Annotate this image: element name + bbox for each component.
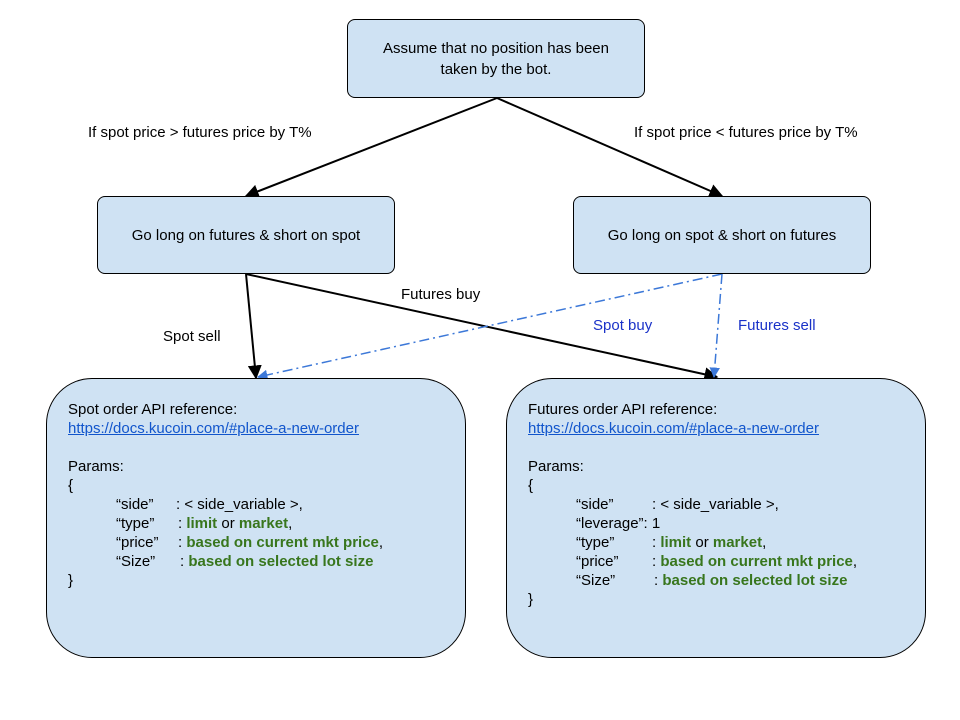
spot-side-sep: : xyxy=(176,496,185,513)
spot-size-sep: : xyxy=(180,553,189,570)
futures-param-leverage: “leverage”: 1 xyxy=(528,514,925,533)
spot-size-value: based on selected lot size xyxy=(188,553,374,570)
spot-type-comma: , xyxy=(288,515,293,532)
label-futures-sell: Futures sell xyxy=(738,317,816,334)
spot-param-side: “side”: < side_variable >, xyxy=(68,495,465,514)
futures-size-key: “Size” xyxy=(576,572,616,589)
node-long-futures-short-spot-label: Go long on futures & short on spot xyxy=(131,226,361,244)
edge-spot-buy xyxy=(256,273,723,381)
spot-order-title: Spot order API reference: xyxy=(68,401,238,418)
futures-price-key: “price” xyxy=(576,553,619,570)
spot-side-value: < side_variable >, xyxy=(184,496,303,513)
futures-order-box: Futures order API reference: https://doc… xyxy=(506,378,926,658)
spot-price-key: “price” xyxy=(116,534,159,551)
futures-param-price: “price”: based on current mkt price, xyxy=(528,552,925,571)
label-futures-buy: Futures buy xyxy=(401,286,481,303)
futures-price-sep: : xyxy=(652,553,661,570)
futures-leverage-sep: : xyxy=(643,515,652,532)
label-root-right: If spot price < futures price by T% xyxy=(634,124,858,141)
node-no-position: Assume that no position has been taken b… xyxy=(347,19,645,98)
spot-type-market: market xyxy=(238,515,289,532)
futures-side-sep: : xyxy=(652,496,661,513)
futures-params-label: Params: xyxy=(528,458,584,475)
label-spot-sell: Spot sell xyxy=(163,328,221,345)
futures-type-or: or xyxy=(691,534,713,551)
futures-order-api-link[interactable]: https://docs.kucoin.com/#place-a-new-ord… xyxy=(528,420,819,437)
spot-open-brace: { xyxy=(68,477,74,494)
edge-root-to-left xyxy=(244,97,498,198)
futures-close-brace: } xyxy=(528,591,534,608)
spot-price-value: based on current mkt price xyxy=(186,534,379,551)
spot-order-box: Spot order API reference: https://docs.k… xyxy=(46,378,466,658)
node-long-spot-short-futures-label: Go long on spot & short on futures xyxy=(607,226,837,244)
edge-futures-sell xyxy=(709,273,723,379)
spot-params-label: Params: xyxy=(68,458,124,475)
futures-leverage-key: “leverage” xyxy=(576,515,644,532)
futures-price-comma: , xyxy=(852,553,858,570)
futures-open-brace: { xyxy=(528,477,534,494)
futures-type-market: market xyxy=(712,534,763,551)
label-root-left: If spot price > futures price by T% xyxy=(88,124,312,141)
futures-param-size: “Size”: based on selected lot size xyxy=(528,571,925,590)
spot-param-size: “Size”: based on selected lot size xyxy=(68,552,465,571)
spot-param-price: “price”: based on current mkt price, xyxy=(68,533,465,552)
edge-futures-buy xyxy=(245,273,719,382)
futures-type-key: “type” xyxy=(576,534,615,551)
spot-type-or: or xyxy=(217,515,239,532)
futures-side-value: < side_variable >, xyxy=(660,496,779,513)
spot-price-comma: , xyxy=(378,534,384,551)
edge-spot-sell xyxy=(245,273,262,380)
futures-param-type: “type”: limit or market, xyxy=(528,533,925,552)
spot-param-type: “type”: limit or market, xyxy=(68,514,465,533)
spot-side-key: “side” xyxy=(116,496,154,513)
futures-param-side: “side”: < side_variable >, xyxy=(528,495,925,514)
spot-order-api-link[interactable]: https://docs.kucoin.com/#place-a-new-ord… xyxy=(68,420,359,437)
node-long-spot-short-futures: Go long on spot & short on futures xyxy=(573,196,871,274)
spot-close-brace: } xyxy=(68,572,74,589)
futures-order-title: Futures order API reference: xyxy=(528,401,718,418)
futures-type-comma: , xyxy=(762,534,767,551)
node-no-position-label: Assume that no position has been taken b… xyxy=(383,39,609,78)
spot-size-key: “Size” xyxy=(116,553,156,570)
futures-type-sep: : xyxy=(652,534,661,551)
label-spot-buy: Spot buy xyxy=(593,317,653,334)
futures-size-sep: : xyxy=(654,572,663,589)
spot-price-sep: : xyxy=(178,534,187,551)
spot-type-limit: limit xyxy=(186,515,218,532)
futures-side-key: “side” xyxy=(576,496,614,513)
futures-type-limit: limit xyxy=(660,534,692,551)
futures-leverage-value: 1 xyxy=(651,515,661,532)
edge-root-to-right xyxy=(496,97,724,198)
spot-type-key: “type” xyxy=(116,515,155,532)
spot-type-sep: : xyxy=(178,515,187,532)
futures-price-value: based on current mkt price xyxy=(660,553,853,570)
node-long-futures-short-spot: Go long on futures & short on spot xyxy=(97,196,395,274)
futures-size-value: based on selected lot size xyxy=(662,572,848,589)
